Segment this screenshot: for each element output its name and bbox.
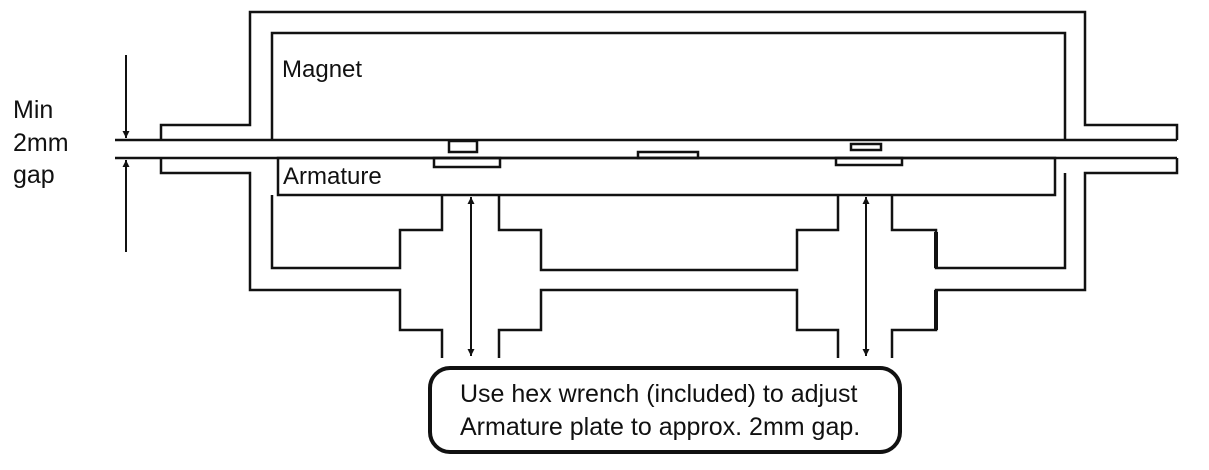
instruction-line1: Use hex wrench (included) to adjust (460, 380, 858, 408)
left-screw-head (447, 139, 479, 154)
bracket-right-outer (890, 158, 1179, 358)
gap-label-line2: 2mm (13, 128, 69, 157)
armature-plate (276, 156, 1057, 197)
bracket-center-outer (497, 288, 840, 358)
gap-label: Min 2mm gap (13, 94, 69, 192)
magnet-label: Magnet (282, 56, 363, 83)
left-washer (432, 156, 502, 169)
bracket-center-inner (497, 195, 840, 272)
right-washer (834, 156, 904, 167)
instruction-note: Use hex wrench (included) to adjust Arma… (428, 366, 902, 454)
gap-label-line1: Min (13, 96, 54, 124)
bracket-right-inner (890, 173, 1067, 270)
instruction-line2: Armature plate to approx. 2mm gap. (460, 413, 861, 441)
gap-label-line3: gap (13, 161, 55, 189)
magnet-housing-inner (270, 31, 1067, 140)
armature-label: Armature (283, 163, 382, 190)
bracket-left-inner (270, 195, 444, 270)
bracket-left-outer (159, 158, 444, 358)
right-screw-head (849, 142, 883, 152)
center-pad (636, 150, 700, 160)
magnet-housing-outer (159, 10, 1179, 140)
